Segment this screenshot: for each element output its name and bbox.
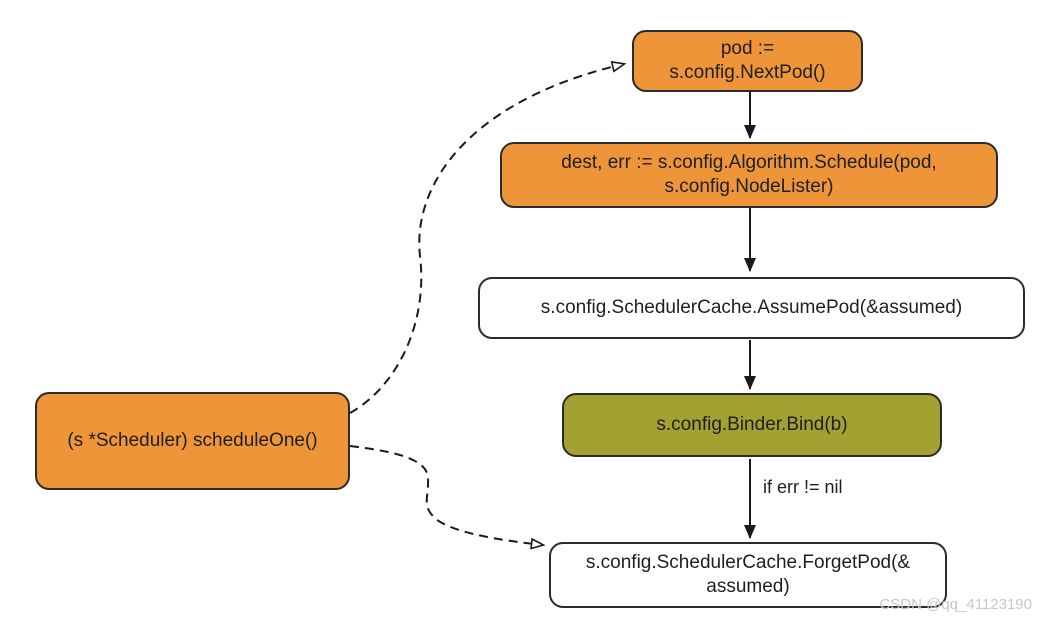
node-assume-pod: s.config.SchedulerCache.AssumePod(&assum… bbox=[478, 277, 1025, 339]
edge-scheduleone-to-nextpod bbox=[349, 60, 627, 414]
node-schedule-one: (s *Scheduler) scheduleOne() bbox=[35, 392, 350, 490]
node-next-pod: pod := s.config.NextPod() bbox=[632, 30, 863, 92]
edge-scheduleone-to-forgetpod bbox=[349, 445, 546, 550]
node-forget-pod: s.config.SchedulerCache.ForgetPod(& assu… bbox=[549, 542, 947, 608]
node-schedule: dest, err := s.config.Algorithm.Schedule… bbox=[500, 142, 998, 208]
csdn-watermark: CSDN @qq_41123190 bbox=[879, 596, 1032, 613]
edge-label-if-err-not-nil: if err != nil bbox=[763, 477, 843, 497]
node-bind: s.config.Binder.Bind(b) bbox=[562, 393, 942, 457]
